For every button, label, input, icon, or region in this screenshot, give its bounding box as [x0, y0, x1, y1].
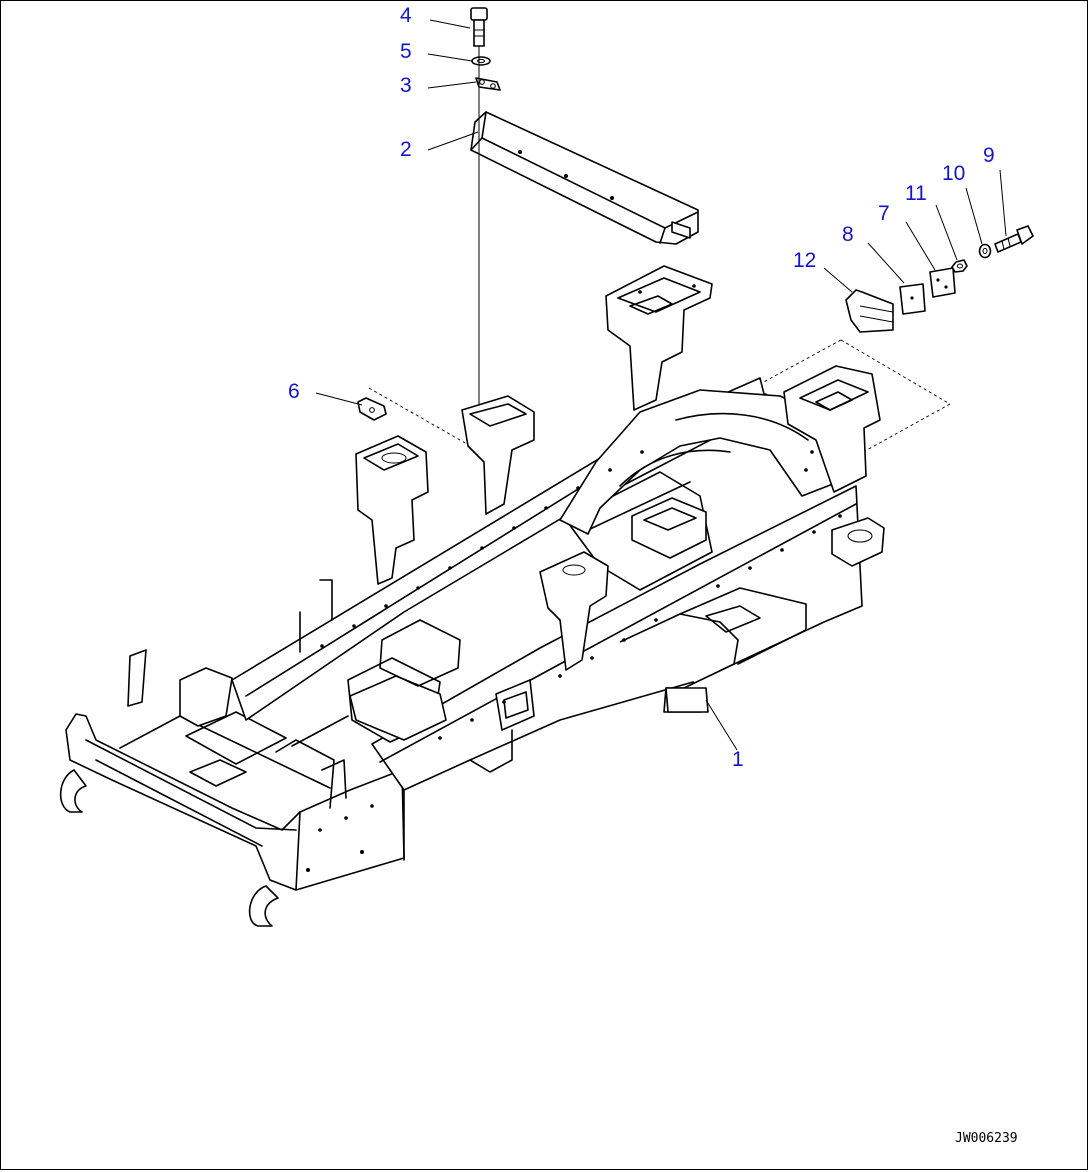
- assembly-dash-line: [735, 339, 842, 398]
- callout-9: 9: [983, 144, 995, 167]
- callout-4: 4: [400, 4, 412, 27]
- bolt-part-9: [994, 225, 1034, 253]
- washer-part-5: [471, 56, 491, 66]
- callout-3: 3: [400, 74, 412, 97]
- callout-11: 11: [905, 182, 927, 205]
- callout-5: 5: [400, 40, 412, 63]
- beam-part-2: [470, 111, 699, 245]
- bolt-part-4: [470, 7, 488, 47]
- leader-lines: [315, 19, 1007, 751]
- pin-part-6: [357, 397, 387, 421]
- callout-1: 1: [732, 748, 744, 771]
- callout-8: 8: [842, 223, 854, 246]
- callout-12: 12: [793, 249, 816, 272]
- plate-part-7: [929, 267, 956, 298]
- callout-10: 10: [942, 162, 965, 185]
- plate-part-8: [899, 283, 926, 315]
- main-frame-part-1: [59, 265, 885, 927]
- callout-6: 6: [288, 380, 300, 403]
- shim-part-12: [845, 289, 894, 333]
- callout-7: 7: [878, 202, 890, 225]
- drawing-code: JW006239: [955, 1131, 1018, 1146]
- washer-part-10: [978, 243, 992, 259]
- plate-part-3: [475, 77, 501, 91]
- callout-2: 2: [400, 138, 412, 161]
- nut-part-11: [951, 259, 968, 273]
